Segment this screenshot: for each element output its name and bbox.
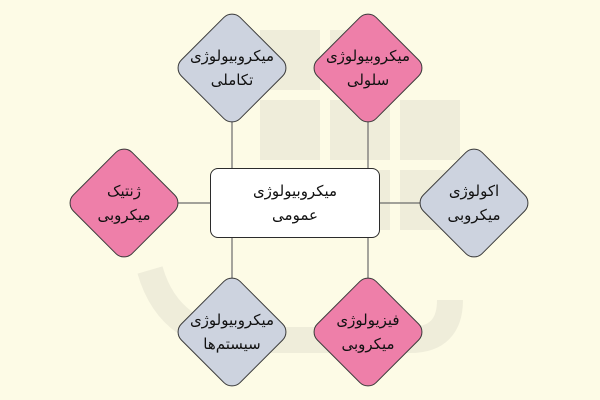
node-genetics-line2: میکروبی	[97, 206, 151, 224]
node-physiology-line2: میکروبی	[341, 335, 395, 353]
center-node-line1: میکروبیولوژی	[252, 182, 338, 200]
node-integrative: میکروبیولوژی تکاملی	[172, 38, 292, 98]
node-systems: میکروبیولوژی سیستم‌ها	[172, 302, 292, 362]
node-cellular-line1: میکروبیولوژی	[325, 47, 411, 65]
node-ecology: اکولوژی میکروبی	[414, 173, 534, 233]
node-physiology: فیزیولوژی میکروبی	[308, 302, 428, 362]
node-integrative-line2: تکاملی	[210, 71, 254, 89]
node-genetics: ژنتیک میکروبی	[64, 173, 184, 233]
node-physiology-line1: فیزیولوژی	[336, 311, 400, 329]
node-integrative-line1: میکروبیولوژی	[189, 47, 275, 65]
node-cellular-line2: سلولی	[346, 71, 390, 89]
node-systems-line2: سیستم‌ها	[203, 335, 261, 353]
node-cellular: میکروبیولوژی سلولی	[308, 38, 428, 98]
node-systems-line1: میکروبیولوژی	[189, 311, 275, 329]
center-node: میکروبیولوژی عمومی	[210, 168, 380, 238]
node-ecology-line2: میکروبی	[447, 206, 501, 224]
node-genetics-line1: ژنتیک	[107, 182, 141, 200]
center-node-line2: عمومی	[272, 206, 318, 224]
node-ecology-line1: اکولوژی	[448, 182, 500, 200]
